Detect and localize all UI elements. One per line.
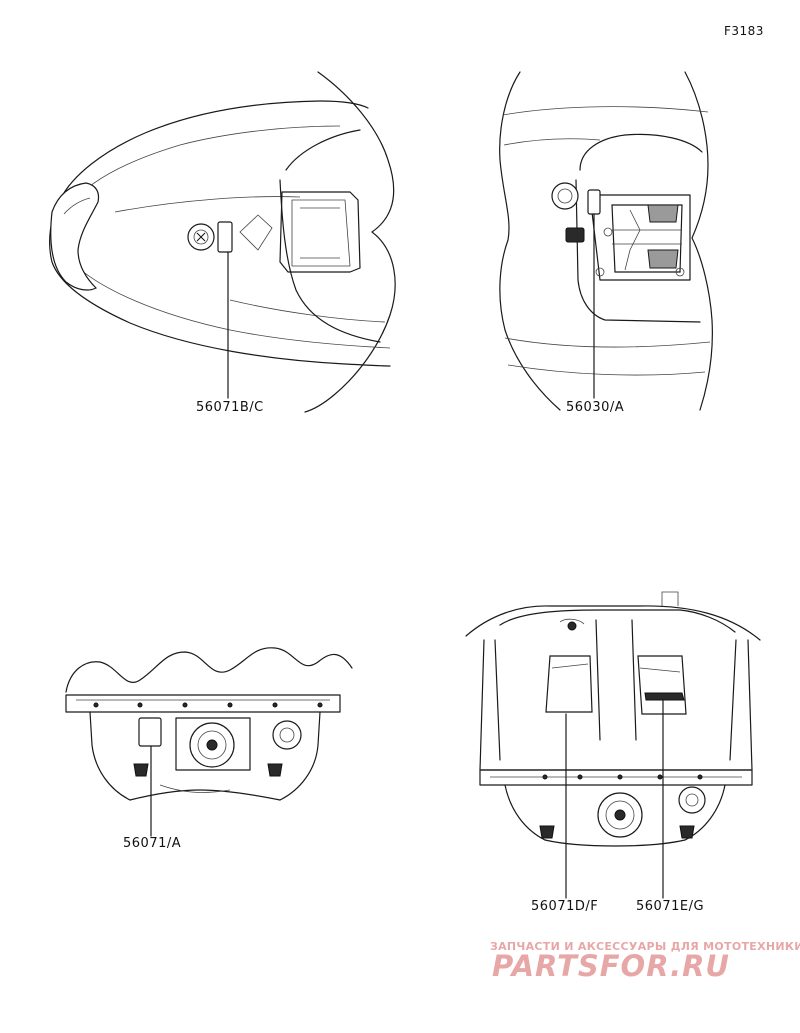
part-label-56071a: 56071/A <box>123 836 182 851</box>
label-56071eg-marker <box>644 692 685 701</box>
deck-outline <box>499 71 713 411</box>
rear-hull-outline <box>65 647 353 801</box>
rear-deck-outline <box>465 591 761 847</box>
watermark-logo-text: PARTSFOR.RU <box>492 950 730 982</box>
switch-icon <box>565 227 585 243</box>
grille-bottom <box>647 249 679 269</box>
part-label-56071df: 56071D/F <box>531 899 599 914</box>
label-56071bc-marker <box>217 221 233 253</box>
label-56071a-marker <box>138 717 162 747</box>
watermark-text: ЗАПЧАСТИ И АКСЕССУАРЫ ДЛЯ МОТОТЕХНИКИ <box>490 940 800 953</box>
part-label-56071eg: 56071E/G <box>636 899 705 914</box>
part-label-56030a: 56030/A <box>566 400 625 415</box>
part-label-56071bc: 56071B/C <box>196 400 264 415</box>
drain-cap-icon <box>272 720 302 750</box>
watermark-logo: PARTSFOR.RU <box>492 950 730 982</box>
cap-icon <box>551 182 579 210</box>
bow-hull-outline <box>49 71 396 413</box>
drain-cap-icon <box>678 786 706 814</box>
figure-code: F3183 <box>724 24 764 38</box>
grille-top <box>647 204 679 223</box>
